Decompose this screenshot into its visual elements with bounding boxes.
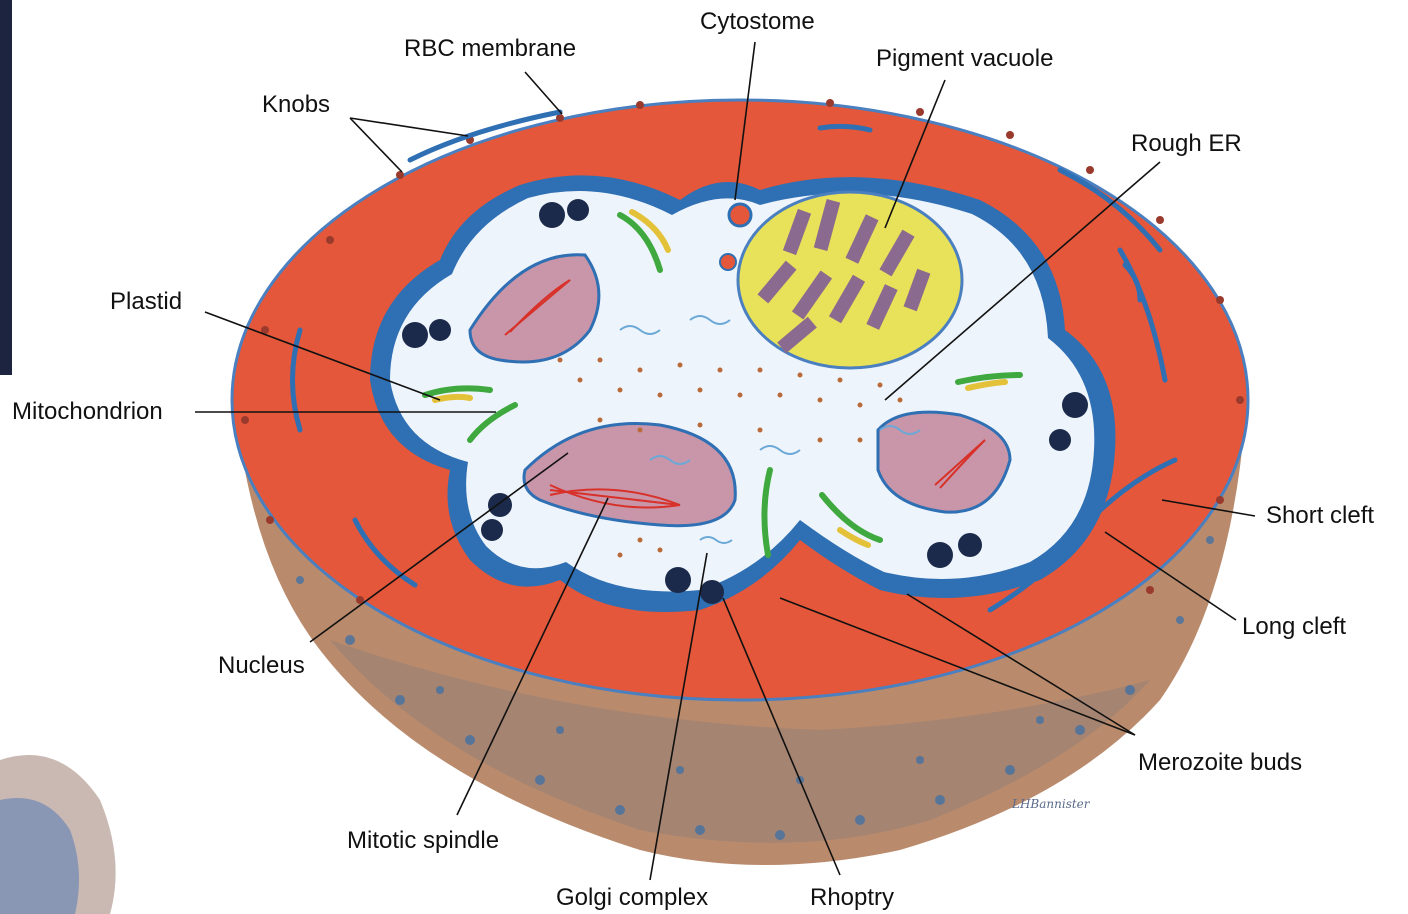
label-rhoptry: Rhoptry bbox=[810, 886, 894, 910]
label-rbc-membrane: RBC membrane bbox=[404, 37, 576, 61]
label-rough-er: Rough ER bbox=[1131, 132, 1242, 156]
label-pigment-vacuole: Pigment vacuole bbox=[876, 47, 1053, 71]
label-mitochondrion: Mitochondrion bbox=[12, 400, 163, 424]
label-golgi-complex: Golgi complex bbox=[556, 886, 708, 910]
label-plastid: Plastid bbox=[110, 290, 182, 314]
label-knobs: Knobs bbox=[262, 93, 330, 117]
cytostome bbox=[729, 204, 751, 226]
label-mitotic-spindle: Mitotic spindle bbox=[347, 829, 499, 853]
label-nucleus: Nucleus bbox=[218, 654, 305, 678]
left-edge-image-fragment bbox=[0, 0, 12, 375]
label-short-cleft: Short cleft bbox=[1266, 504, 1374, 528]
label-merozoite-buds: Merozoite buds bbox=[1138, 751, 1302, 775]
nucleus-right bbox=[878, 412, 1010, 512]
label-cytostome: Cytostome bbox=[700, 10, 815, 34]
food-vesicle bbox=[720, 254, 736, 270]
artist-signature: LHBannister bbox=[1012, 797, 1090, 811]
label-long-cleft: Long cleft bbox=[1242, 615, 1346, 639]
